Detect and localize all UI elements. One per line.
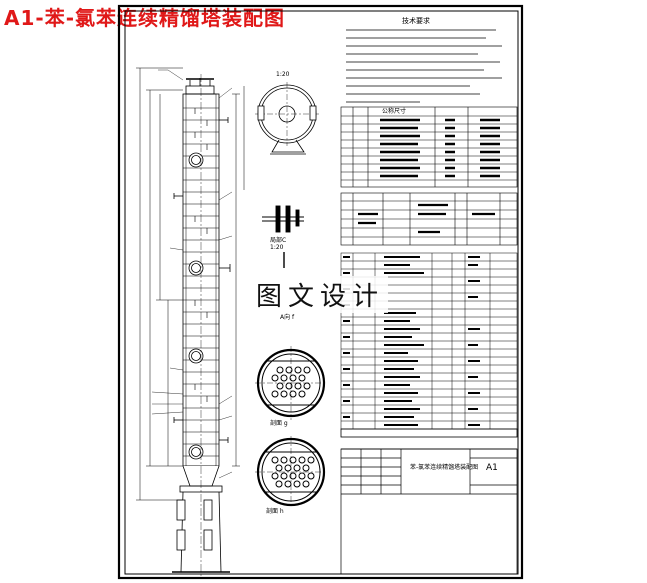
watermark: 图文设计 — [252, 276, 389, 313]
outer-frame — [117, 4, 524, 580]
top-view-detail — [255, 82, 319, 155]
section-g-tray — [255, 346, 327, 420]
drawing-title: A1-苯-氯苯连续精馏塔装配图 — [4, 6, 285, 30]
inner-frame — [124, 10, 519, 575]
detail-c-label: 局部C — [270, 237, 287, 244]
nozzle-table-header: 公称尺寸 — [382, 108, 407, 115]
section-g-label: 剖面 g — [270, 420, 288, 427]
nozzle-table — [340, 106, 518, 188]
title-block — [340, 448, 518, 575]
design-data-table — [340, 192, 518, 246]
leader-lines — [151, 69, 233, 479]
title-block-name: 苯-氯苯连续精馏塔装配图 — [410, 464, 479, 471]
section-h-label: 剖面 h — [266, 508, 284, 515]
detail-c — [262, 205, 304, 268]
top-view-scale: 1:20 — [276, 71, 290, 78]
detail-c-scale: 1:20 — [270, 244, 284, 251]
tech-req-title: 技术要求 — [402, 17, 430, 25]
view-f-label: A向 f — [280, 314, 295, 321]
technical-requirements — [346, 29, 502, 103]
title-block-size: A1 — [486, 463, 498, 473]
dimension-lines — [136, 67, 245, 501]
distillation-column — [172, 74, 231, 578]
section-h-tray — [255, 436, 327, 508]
parts-list-table — [340, 252, 518, 438]
